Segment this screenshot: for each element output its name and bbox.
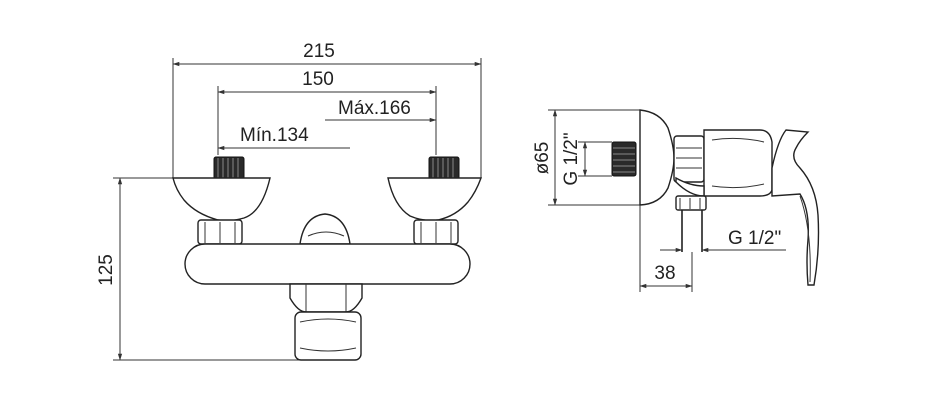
extension-lines (172, 58, 482, 178)
dimension-min: Mín.134 (217, 125, 350, 151)
dimension-outlet-thread: G 1/2" (660, 228, 786, 253)
height-label: 125 (96, 254, 117, 286)
dimension-rosette-diameter: ø65 (532, 109, 640, 206)
spout-neck (289, 283, 363, 313)
central-dome (299, 213, 351, 245)
dimension-projection: 38 (639, 205, 693, 292)
inlet-thread-label: G 1/2" (561, 132, 582, 185)
dimension-max: Máx.166 (325, 98, 437, 123)
dimension-overall-width: 215 (172, 41, 482, 67)
side-view: ø65 G 1/2" (532, 109, 820, 292)
max-distance-label: Máx.166 (338, 98, 411, 119)
center-distance-label: 150 (302, 69, 334, 90)
outlet (294, 311, 362, 361)
mixer-body (184, 243, 471, 285)
dimension-inlet-thread: G 1/2" (561, 132, 612, 186)
side-rosette (639, 109, 675, 206)
front-view: 215 150 Máx.166 Mín.134 125 (96, 41, 482, 361)
rosette-diameter-label: ø65 (532, 142, 553, 175)
left-eccentric-connector (172, 156, 271, 245)
inlet-thread (611, 141, 637, 177)
right-eccentric-connector (387, 156, 482, 245)
min-distance-label: Mín.134 (240, 125, 309, 146)
overall-width-label: 215 (303, 41, 335, 62)
dimension-height: 125 (96, 177, 300, 361)
dimension-center-distance: 150 (217, 69, 437, 95)
outlet-thread-label: G 1/2" (728, 228, 781, 249)
projection-label: 38 (654, 263, 675, 284)
side-nut (673, 135, 705, 183)
side-outlet (675, 195, 707, 252)
lever-handle (771, 129, 820, 286)
